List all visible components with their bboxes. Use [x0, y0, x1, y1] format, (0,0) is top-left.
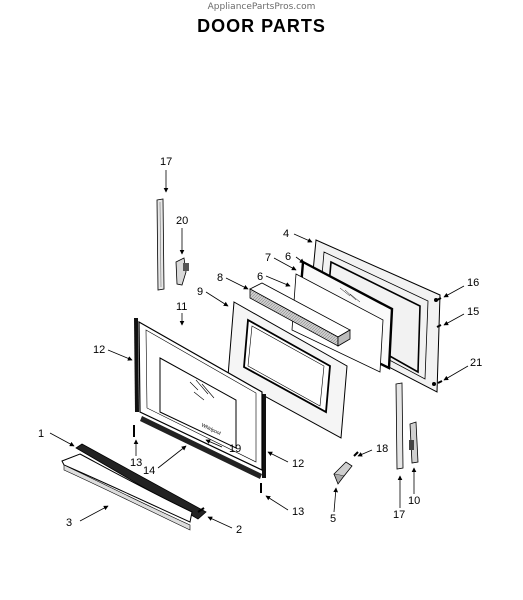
leader-lines	[49, 170, 469, 529]
callout-7: 7	[265, 252, 271, 264]
callout-6-lower: 6	[257, 271, 263, 283]
callout-20: 20	[176, 215, 188, 227]
side-trim-right	[262, 394, 266, 478]
callout-16: 16	[467, 277, 479, 289]
door-latch	[333, 461, 353, 485]
callout-4: 4	[283, 228, 289, 240]
callout-17-bottom: 17	[393, 509, 405, 521]
callout-21: 21	[470, 357, 482, 369]
callout-labels: 17 20 4 6 7 6 8 9 11 12 1 13 14 19 12 13…	[38, 156, 482, 536]
callout-14: 14	[143, 465, 155, 477]
callout-8: 8	[217, 272, 223, 284]
callout-10: 10	[408, 495, 420, 507]
callout-18: 18	[376, 443, 388, 455]
side-trim-left	[134, 318, 139, 412]
callout-19: 19	[229, 443, 241, 455]
callout-12-right: 12	[292, 458, 304, 470]
callout-1: 1	[38, 428, 44, 440]
callout-13-left: 13	[130, 457, 142, 469]
screw-parts	[133, 297, 443, 513]
callout-6-upper: 6	[285, 251, 291, 263]
source-watermark: AppliancePartsPros.com	[207, 2, 316, 12]
hinge-channel-right	[395, 382, 404, 470]
door-frame	[227, 301, 348, 439]
hinge-part	[175, 257, 189, 286]
callout-5: 5	[330, 513, 336, 525]
callout-3: 3	[66, 517, 72, 529]
hinge-channel-left	[156, 198, 165, 291]
callout-9: 9	[197, 286, 203, 298]
callout-12-left: 12	[93, 344, 105, 356]
door-handle	[61, 443, 207, 531]
insulation-pad	[249, 282, 351, 347]
callout-2: 2	[236, 524, 242, 536]
callout-13-right: 13	[292, 506, 304, 518]
hinge-right	[409, 421, 419, 464]
callout-17-top: 17	[160, 156, 172, 168]
callout-11: 11	[176, 301, 187, 313]
outer-door-panel	[138, 320, 263, 471]
callout-15: 15	[467, 306, 479, 318]
page-title: DOOR PARTS	[197, 16, 326, 36]
